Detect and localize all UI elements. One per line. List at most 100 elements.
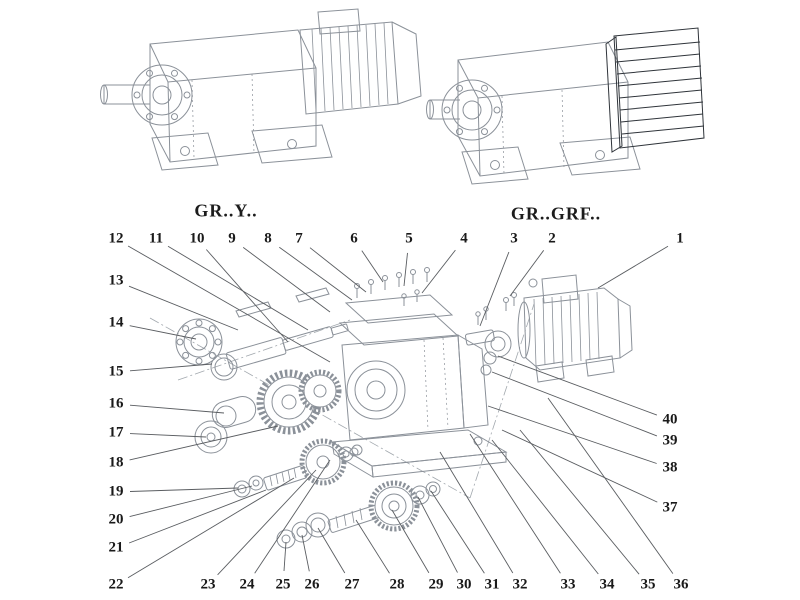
leader-line-25 (283, 541, 287, 572)
leader-line-9 (242, 247, 331, 313)
leader-lines (127, 245, 674, 579)
leader-line-13 (128, 285, 239, 331)
leader-line-29 (391, 509, 430, 574)
part-callout-28: 28 (388, 576, 406, 593)
leader-line-39 (491, 371, 658, 437)
leader-line-5 (403, 252, 408, 287)
leader-line-38 (487, 405, 657, 464)
cover-screws (355, 268, 517, 326)
leader-line-30 (417, 496, 458, 573)
leader-line-35 (519, 429, 640, 575)
variant-label-gr-grf: GR..GRF.. (510, 203, 602, 224)
washer (292, 522, 312, 542)
sleeve (209, 393, 258, 430)
bearing (195, 421, 227, 453)
gearmotor-gr-y-drawing (101, 9, 422, 170)
leader-line-3 (479, 251, 510, 327)
part-callout-23: 23 (199, 576, 217, 593)
leader-line-22 (127, 477, 295, 579)
output-gear (371, 483, 417, 529)
seal-ring (306, 513, 330, 537)
leader-line-21 (128, 489, 267, 544)
input-shaft (226, 319, 350, 370)
part-callout-18: 18 (107, 454, 125, 471)
part-callout-2: 2 (547, 230, 557, 247)
part-callout-37: 37 (661, 499, 679, 516)
leader-line-4 (421, 249, 456, 294)
leader-line-40 (497, 355, 658, 416)
part-callout-9: 9 (227, 230, 237, 247)
part-callout-27: 27 (343, 576, 361, 593)
part-callout-21: 21 (107, 539, 125, 556)
part-callout-10: 10 (188, 230, 206, 247)
gearmotor-gr-grf-drawing (427, 28, 705, 184)
part-callout-31: 31 (483, 576, 501, 593)
leader-line-17 (129, 433, 207, 438)
washer (426, 482, 440, 496)
leader-line-8 (279, 246, 353, 301)
leader-line-26 (301, 534, 310, 572)
leader-line-1 (597, 245, 669, 289)
part-callout-38: 38 (661, 459, 679, 476)
part-callout-33: 33 (559, 576, 577, 593)
leader-line-12 (127, 245, 331, 363)
part-callout-40: 40 (661, 411, 679, 428)
exploded-view (150, 268, 632, 549)
part-callout-22: 22 (107, 576, 125, 593)
part-callout-36: 36 (672, 576, 690, 593)
leader-line-16 (129, 404, 225, 414)
part-callout-6: 6 (349, 230, 359, 247)
part-callout-11: 11 (147, 230, 165, 247)
leader-line-18 (129, 425, 279, 461)
part-callout-13: 13 (107, 272, 125, 289)
leader-line-15 (129, 363, 213, 372)
leader-line-23 (217, 469, 317, 576)
part-callout-39: 39 (661, 432, 679, 449)
part-callout-15: 15 (107, 363, 125, 380)
part-callout-32: 32 (511, 576, 529, 593)
gear-wheel (302, 441, 344, 483)
variant-label-gr-y: GR..Y.. (194, 200, 258, 221)
leader-line-11 (167, 245, 309, 331)
part-callout-8: 8 (263, 230, 273, 247)
leader-line-14 (129, 325, 197, 340)
part-callout-30: 30 (455, 576, 473, 593)
part-callout-19: 19 (107, 483, 125, 500)
leader-line-2 (509, 250, 545, 297)
part-callout-16: 16 (107, 395, 125, 412)
part-callout-14: 14 (107, 314, 125, 331)
leader-line-31 (430, 490, 485, 574)
part-callout-26: 26 (303, 576, 321, 593)
part-callout-34: 34 (598, 576, 616, 593)
part-callout-5: 5 (404, 230, 414, 247)
part-callout-35: 35 (639, 576, 657, 593)
part-callout-1: 1 (675, 230, 685, 247)
part-callout-29: 29 (427, 576, 445, 593)
leader-line-28 (355, 519, 390, 574)
leader-line-33 (469, 433, 561, 574)
leader-line-32 (439, 451, 514, 574)
leader-line-10 (205, 249, 289, 343)
compact-motor-block (606, 28, 704, 152)
motor (518, 275, 632, 382)
leader-line-6 (361, 250, 384, 283)
leader-line-24 (254, 459, 331, 574)
part-callout-24: 24 (238, 576, 256, 593)
washer (234, 481, 250, 497)
leader-line-37 (501, 429, 658, 503)
part-callout-20: 20 (107, 511, 125, 528)
leader-line-7 (309, 247, 367, 293)
coupling-parts (465, 330, 511, 375)
pinion-shaft (263, 465, 307, 490)
leader-line-19 (129, 487, 239, 492)
part-callout-7: 7 (294, 230, 304, 247)
leader-line-27 (317, 527, 346, 574)
washer (249, 476, 263, 490)
part-callout-4: 4 (459, 230, 469, 247)
part-callout-25: 25 (274, 576, 292, 593)
key-part (296, 288, 329, 302)
part-callout-12: 12 (107, 230, 125, 247)
part-callout-17: 17 (107, 424, 125, 441)
leader-line-36 (547, 397, 674, 574)
